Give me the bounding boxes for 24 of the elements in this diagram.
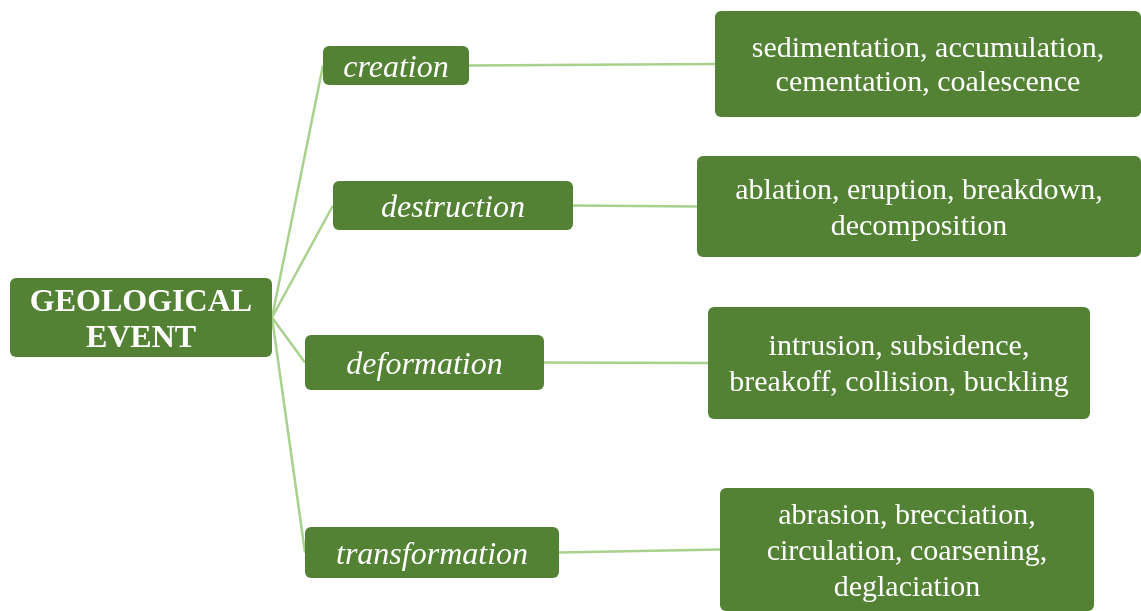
connector-line [271,316,306,364]
node-text: sedimentation, accumulation, cementation, coalescence [750,30,1106,98]
node-text: deformation [346,344,503,381]
examples-box [697,156,1141,257]
root-box [10,278,272,357]
category-box [305,527,559,578]
connector-line [270,204,335,319]
category-box [305,335,544,390]
connector-line [558,548,721,554]
node-text: creation [343,47,449,84]
connector-line [544,361,708,365]
node-text: GEOLOGICAL EVENT [28,281,254,354]
node-text: destruction [381,187,525,224]
connector-line [469,62,715,67]
node-text: transformation [336,534,528,571]
examples-box [720,488,1094,611]
node-text: abrasion, brecciation, circulation, coarsening, deglaciation [765,495,1049,604]
connector-line [573,204,697,208]
examples-box [708,307,1090,419]
examples-box [715,11,1141,117]
category-box [323,46,469,85]
category-box [333,181,573,230]
node-text: intrusion, subsidence, breakoff, collision, buckling [728,327,1070,399]
node-text: ablation, eruption, breakdown, decomposition [734,170,1104,243]
